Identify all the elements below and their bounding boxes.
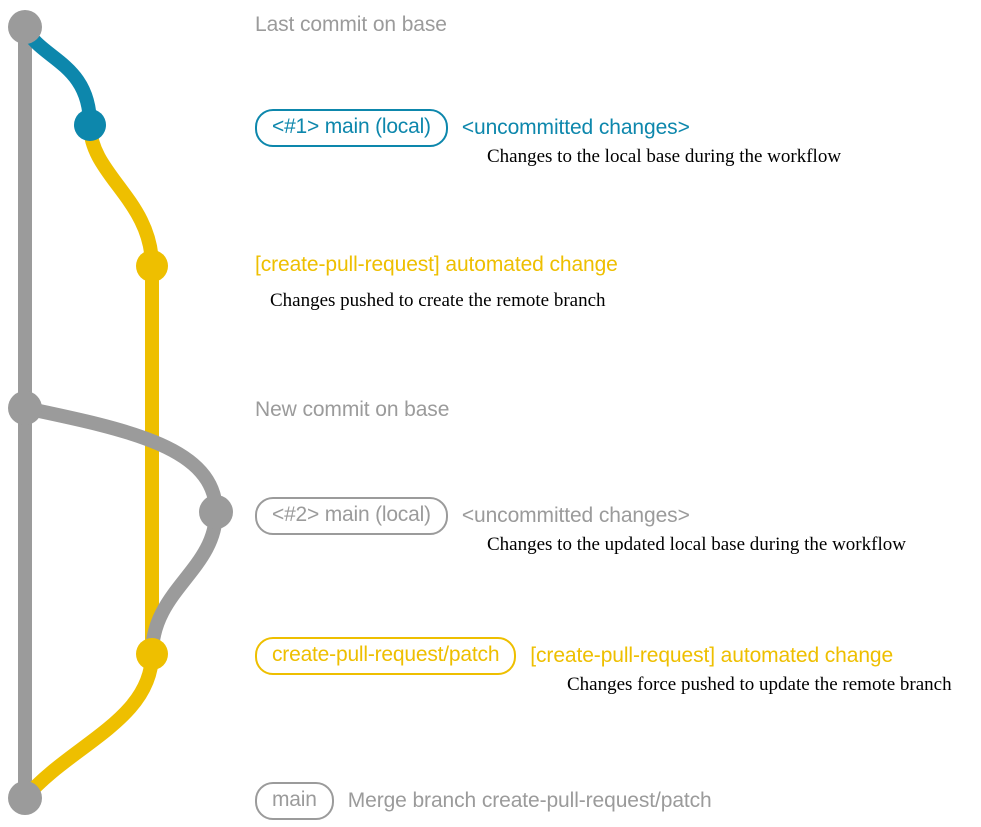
row-label-patch-commit-1: [create-pull-request] automated change: [255, 253, 618, 276]
row-label-local-commit-1: <uncommitted changes>: [461, 116, 690, 140]
commit-node-patch-2[interactable]: [136, 638, 168, 670]
row-subtitle-local-commit-2: Changes to the updated local base during…: [487, 534, 906, 555]
row-local-commit-1: <#1> main (local) <uncommitted changes>: [255, 109, 690, 148]
commit-node-merge[interactable]: [8, 781, 42, 815]
commit-node-local-1[interactable]: [74, 109, 106, 141]
branch-line-merge: [18, 647, 159, 805]
row-label-new-commit-on-base: New commit on base: [255, 398, 450, 421]
branch-badge-create-pull-request-patch[interactable]: create-pull-request/patch: [255, 637, 517, 676]
commit-node-base-new[interactable]: [8, 391, 42, 425]
row-patch-commit-1: [create-pull-request] automated change: [255, 253, 618, 277]
row-label-last-commit-on-base: Last commit on base: [255, 13, 447, 36]
row-subtitle-patch-commit-2: Changes force pushed to update the remot…: [567, 674, 952, 695]
commit-node-patch-1[interactable]: [136, 250, 168, 282]
row-label-merge-commit: Merge branch create-pull-request/patch: [347, 789, 712, 813]
row-local-commit-2: <#2> main (local) <uncommitted changes>: [255, 497, 690, 536]
branch-badge-main-local-1[interactable]: <#1> main (local): [255, 109, 448, 148]
row-label-patch-commit-2: [create-pull-request] automated change: [530, 644, 894, 668]
row-last-commit-on-base: Last commit on base: [255, 13, 447, 37]
branch-badge-main[interactable]: main: [255, 782, 334, 821]
commit-node-base-head[interactable]: [8, 10, 42, 44]
commit-node-local-2[interactable]: [199, 495, 233, 529]
row-merge-commit: main Merge branch create-pull-request/pa…: [255, 782, 712, 821]
row-subtitle-patch-commit-1: Changes pushed to create the remote bran…: [270, 290, 606, 311]
row-subtitle-local-commit-1: Changes to the local base during the wor…: [487, 146, 842, 167]
row-label-local-commit-2: <uncommitted changes>: [461, 504, 690, 528]
row-patch-commit-2: create-pull-request/patch [create-pull-r…: [255, 637, 894, 676]
row-new-commit-on-base: New commit on base: [255, 398, 449, 422]
branch-badge-main-local-2[interactable]: <#2> main (local): [255, 497, 448, 536]
